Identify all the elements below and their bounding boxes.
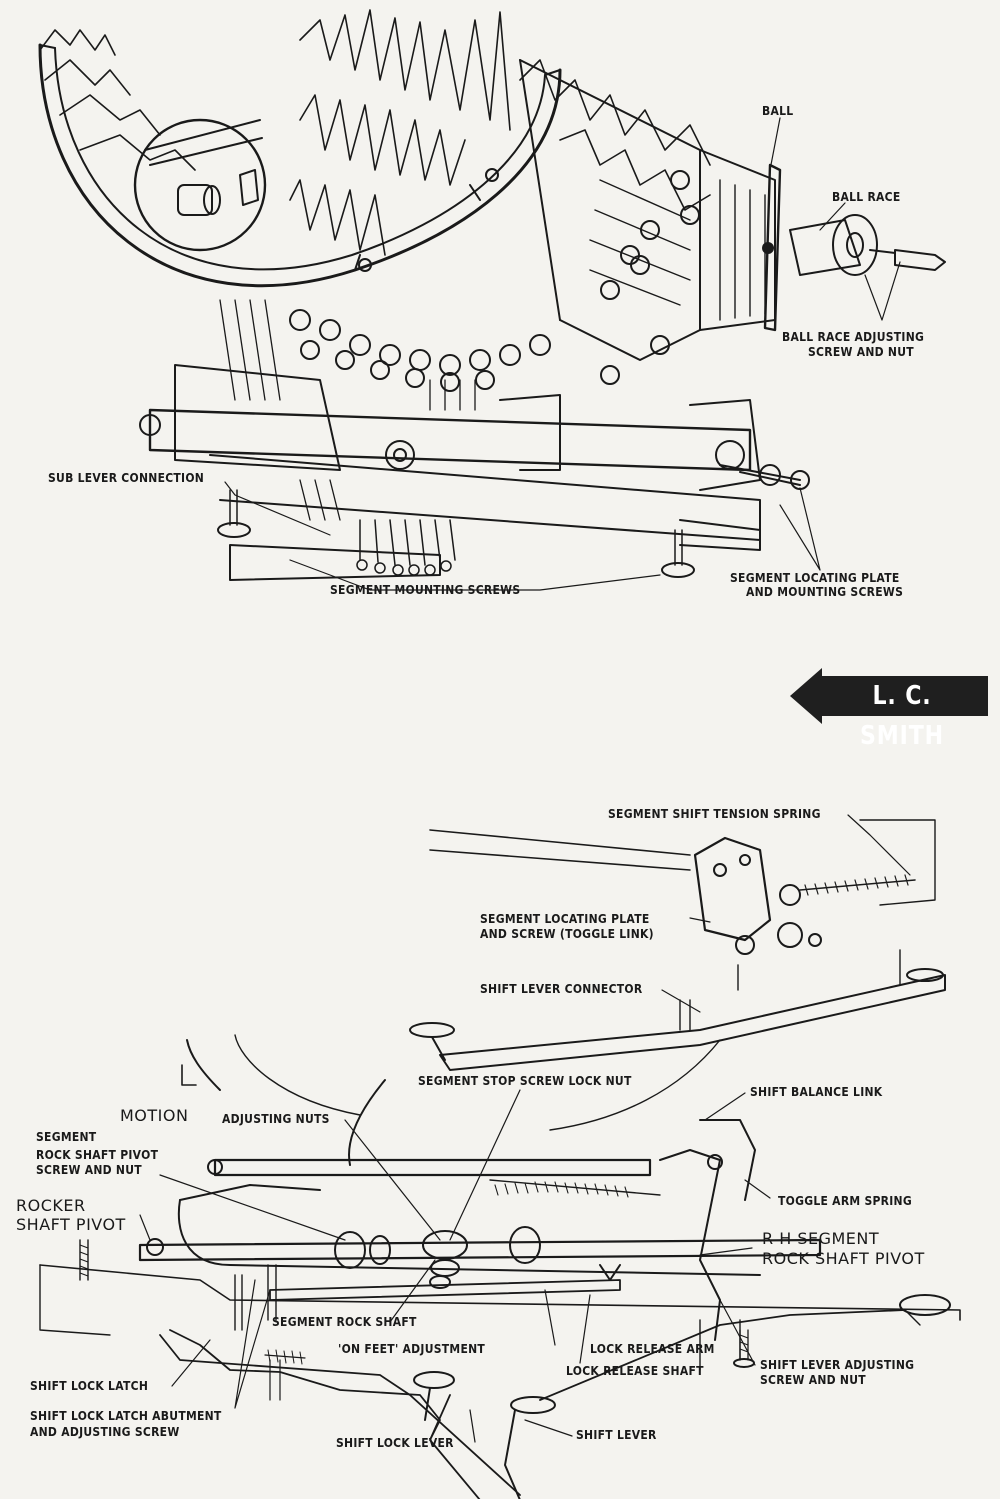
label-segment-locating-plate-1: SEGMENT LOCATING PLATE [730,571,900,585]
label-shift-balance-link: SHIFT BALANCE LINK [750,1085,883,1099]
label-shift-lock-latch: SHIFT LOCK LATCH [30,1379,149,1393]
label-ball: BALL [762,104,794,118]
label-shift-lock-latch-abutment-2: AND ADJUSTING SCREW [30,1425,180,1439]
label-rh-segment-2: ROCK SHAFT PIVOT [762,1249,925,1268]
label-shift-lever-adjusting-2: SCREW AND NUT [760,1373,866,1387]
label-segment-rock-shaft-pivot-1: SEGMENT [36,1130,97,1144]
label-rocker-shaft-pivot-1: ROCKER [16,1196,86,1215]
segment-screws [289,170,700,392]
label-segment-stop-screw-lock-nut: SEGMENT STOP SCREW LOCK NUT [418,1074,632,1088]
label-ball-race-adjusting-2: SCREW AND NUT [808,345,914,359]
label-segment-locating-plate-toggle-1: SEGMENT LOCATING PLATE [480,912,650,926]
label-rocker-shaft-pivot-2: SHAFT PIVOT [16,1215,126,1234]
label-rh-segment-1: R H SEGMENT [762,1229,880,1248]
label-on-feet-adjustment: 'ON FEET' ADJUSTMENT [338,1342,486,1356]
label-segment-rock-shaft-pivot-3: SCREW AND NUT [36,1163,142,1177]
label-toggle-arm-spring: TOGGLE ARM SPRING [778,1194,913,1208]
label-segment-shift-tension-spring: SEGMENT SHIFT TENSION SPRING [608,807,821,821]
label-shift-lever-connector: SHIFT LEVER CONNECTOR [480,982,643,996]
brand-arrow [790,668,988,724]
label-segment-rock-shaft-pivot-2: ROCK SHAFT PIVOT [36,1148,159,1162]
brand-tag: L. C. SMITH [860,681,944,751]
label-ball-race: BALL RACE [832,190,901,204]
label-ball-race-adjusting-1: BALL RACE ADJUSTING [782,330,925,344]
label-segment-mounting-screws: SEGMENT MOUNTING SCREWS [330,583,521,597]
label-motion: MOTION [120,1106,189,1125]
typebar-fan [39,9,711,256]
label-segment-locating-plate-toggle-2: AND SCREW (TOGGLE LINK) [480,927,654,941]
typebar-segment-illustration [38,9,946,591]
label-sub-lever-connection: SUB LEVER CONNECTION [48,471,205,485]
label-shift-lever-adjusting-1: SHIFT LEVER ADJUSTING [760,1358,915,1372]
label-adjusting-nuts: ADJUSTING NUTS [222,1112,330,1126]
label-lock-release-shaft: LOCK RELEASE SHAFT [566,1364,704,1378]
label-shift-lock-latch-abutment-1: SHIFT LOCK LATCH ABUTMENT [30,1409,222,1423]
label-lock-release-arm: LOCK RELEASE ARM [590,1342,715,1356]
label-shift-lock-lever: SHIFT LOCK LEVER [336,1436,454,1450]
label-segment-locating-plate-2: AND MOUNTING SCREWS [746,585,904,599]
shift-mechanism-illustration [39,814,961,1499]
label-segment-rock-shaft: SEGMENT ROCK SHAFT [272,1315,417,1329]
label-shift-lever: SHIFT LEVER [576,1428,657,1442]
